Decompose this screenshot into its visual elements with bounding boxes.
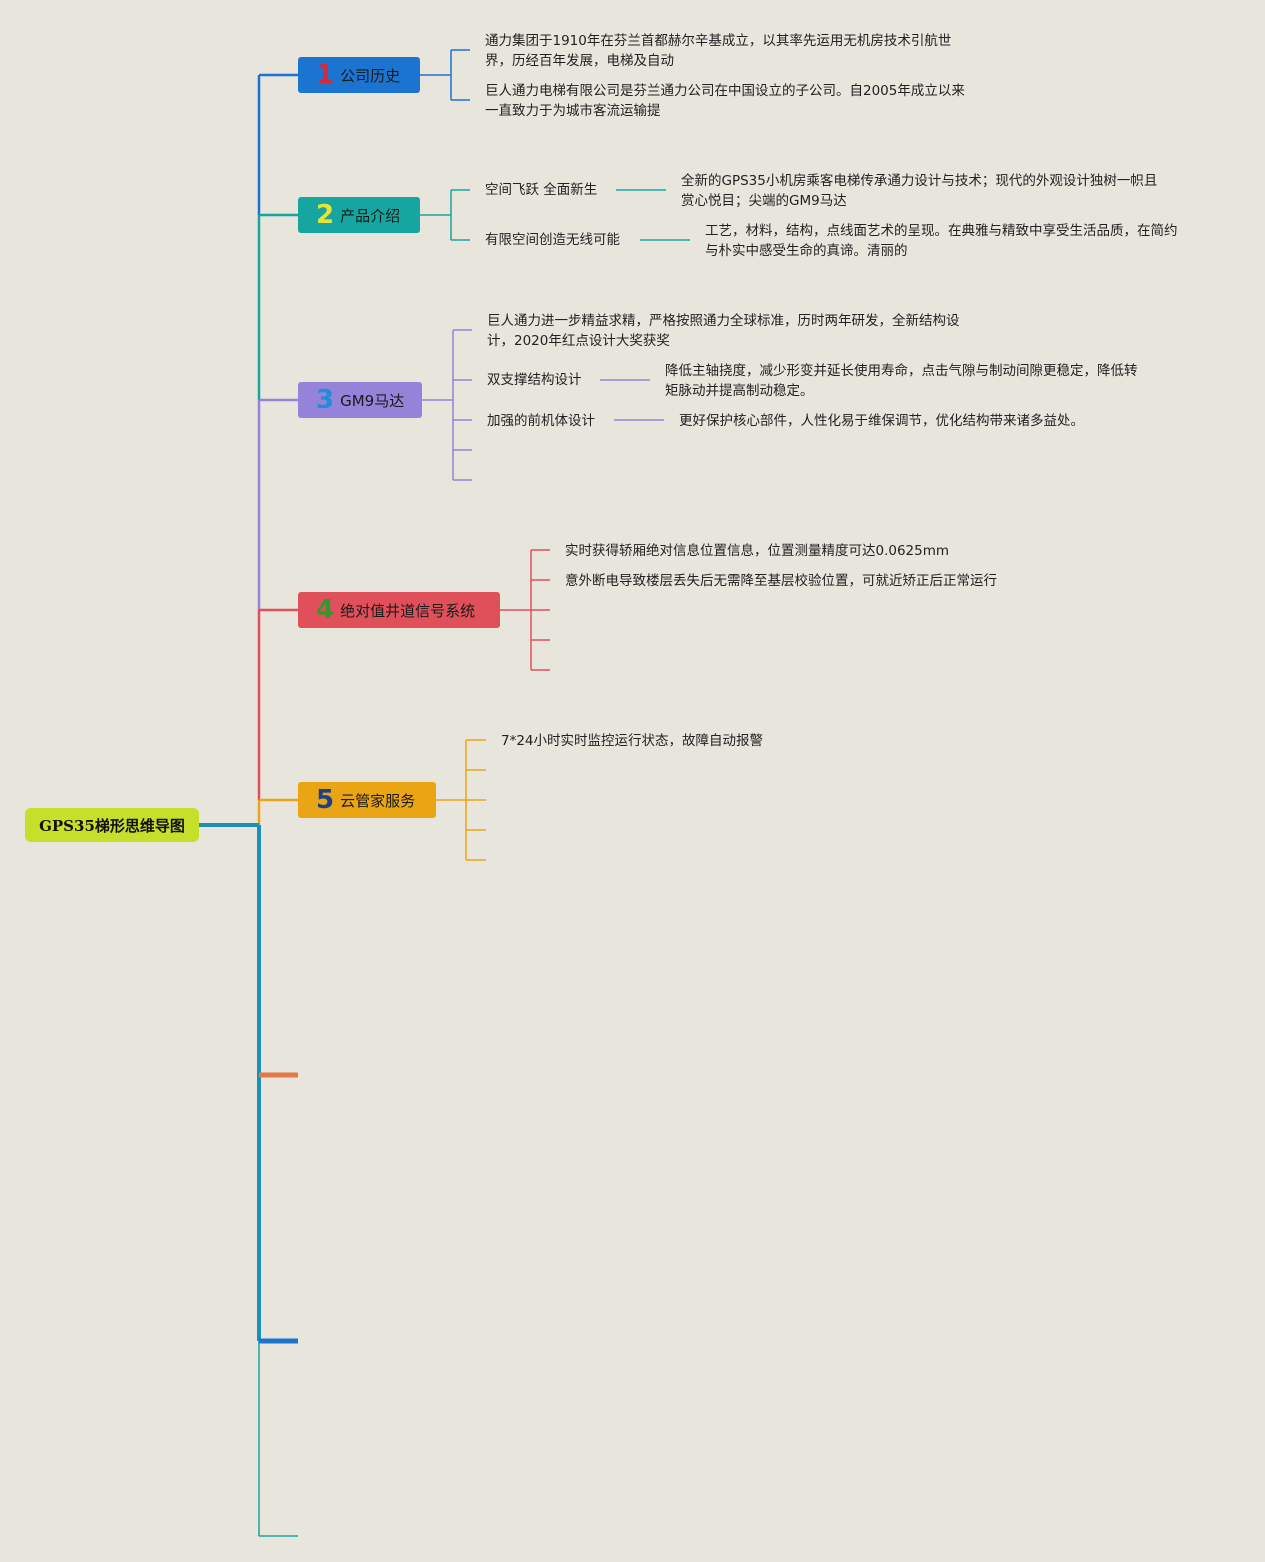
root-node[interactable]: GPS35梯形思维导图: [25, 808, 199, 842]
leaf-text: 通力集团于1910年在芬兰首都赫尔辛基成立，以其率先运用无机房技术引航世界，历经…: [485, 33, 952, 69]
branch-absolute-signal-system[interactable]: 4 绝对值井道信号系统: [298, 592, 500, 628]
branch-company-history[interactable]: 1 公司历史: [298, 57, 420, 93]
leaf-text: 有限空间创造无线可能: [485, 232, 620, 248]
leaf-detail-text: 全新的GPS35小机房乘客电梯传承通力设计与技术；现代的外观设计独树一帜且赏心悦…: [681, 173, 1158, 209]
branch-cloud-service[interactable]: 5 云管家服务: [298, 782, 436, 818]
leaf-text: 双支撑结构设计: [487, 372, 582, 388]
branch-number: 3: [316, 385, 335, 415]
leaf-text: 空间飞跃 全面新生: [485, 182, 598, 198]
leaf-text: 加强的前机体设计: [487, 413, 595, 429]
branch-label: GM9马达: [340, 391, 405, 410]
branch-gm9-motor[interactable]: 3 GM9马达: [298, 382, 422, 418]
leaf-detail-text: 降低主轴挠度，减少形变并延长使用寿命，点击气隙与制动间隙更稳定，降低转矩脉动并提…: [665, 363, 1138, 399]
branch-product-intro[interactable]: 2 产品介绍: [298, 197, 420, 233]
branch-label: 绝对值井道信号系统: [340, 601, 476, 620]
leaf-text: 7*24小时实时监控运行状态，故障自动报警: [501, 733, 764, 749]
branch-number: 1: [316, 60, 335, 90]
leaf-text: 实时获得轿厢绝对信息位置信息，位置测量精度可达0.0625mm: [565, 543, 950, 559]
branch-number: 4: [316, 595, 335, 625]
leaf-detail-text: 工艺，材料，结构，点线面艺术的呈现。在典雅与精致中享受生活品质，在简约与朴实中感…: [705, 223, 1178, 259]
root-label: GPS35梯形思维导图: [39, 816, 185, 835]
branch-label: 产品介绍: [340, 206, 401, 225]
branch-label: 公司历史: [340, 66, 401, 85]
branch-label: 云管家服务: [340, 791, 416, 810]
leaf-text: 巨人通力电梯有限公司是芬兰通力公司在中国设立的子公司。自2005年成立以来一直致…: [485, 83, 965, 119]
leaf-text: 意外断电导致楼层丢失后无需降至基层校验位置，可就近矫正后正常运行: [565, 573, 997, 589]
leaf-text: 巨人通力进一步精益求精，严格按照通力全球标准，历时两年研发，全新结构设计，202…: [487, 313, 960, 349]
leaf-detail-text: 更好保护核心部件，人性化易于维保调节，优化结构带来诸多益处。: [679, 413, 1084, 429]
branch-number: 5: [316, 785, 335, 815]
branch-number: 2: [316, 200, 335, 230]
